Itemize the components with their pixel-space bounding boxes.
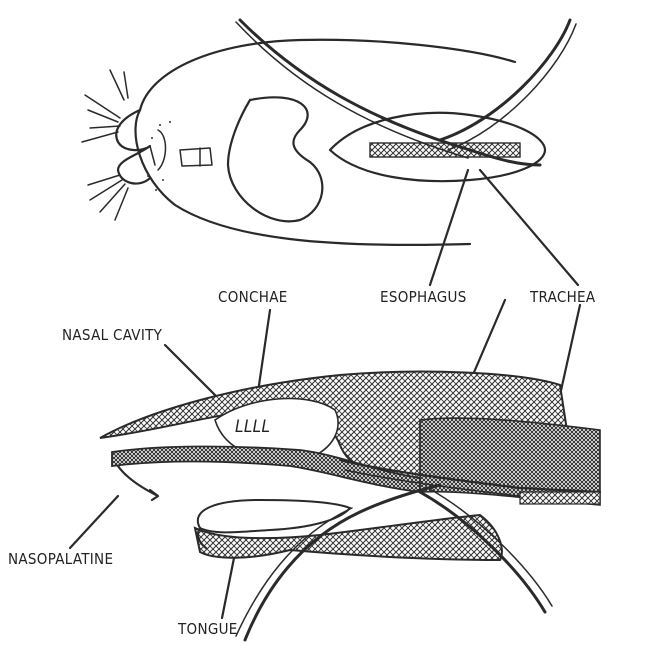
nasopalatine-leader: [70, 496, 118, 548]
palate-crescent: [228, 97, 322, 221]
nasopalatine-hook: [118, 466, 158, 500]
trachea-leader-top: [480, 170, 578, 285]
label-nasopalatine: NASOPALATINE: [8, 550, 113, 568]
label-nasal-cavity: NASAL CAVITY: [62, 326, 163, 344]
turbinate-glyphs: LLLL: [235, 417, 270, 437]
label-tongue: TONGUE: [177, 620, 238, 638]
stipple: [147, 121, 171, 191]
label-trachea: TRACHEA: [529, 288, 596, 306]
head-top-view: [82, 20, 576, 245]
esophagus-leader-top: [430, 170, 468, 285]
sagittal-section: LLLL: [100, 372, 600, 640]
label-esophagus: ESOPHAGUS: [380, 288, 467, 306]
conchae-leader: [258, 310, 270, 392]
tongue-outline: [198, 500, 350, 532]
snout: [116, 110, 150, 184]
label-conchae: CONCHAE: [218, 288, 288, 306]
